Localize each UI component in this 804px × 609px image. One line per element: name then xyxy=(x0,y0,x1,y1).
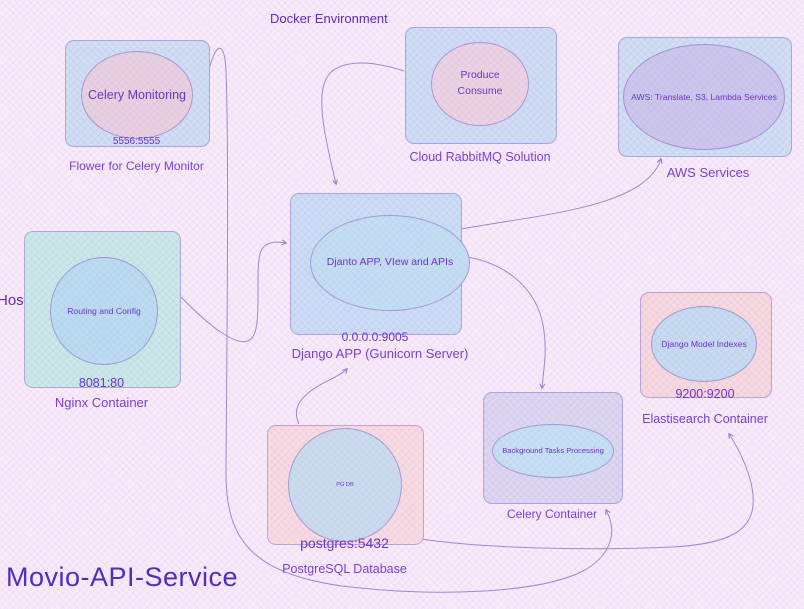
produce-consume-ellipse[interactable]: Produce Consume xyxy=(431,42,529,126)
node-django-container[interactable]: Djanto APP, VIew and APIs 0.0.0.0:9005 D… xyxy=(290,193,470,361)
consume-label: Consume xyxy=(457,85,503,97)
model-indexes-ellipse[interactable]: Django Model Indexes xyxy=(651,306,757,382)
elasticsearch-caption: Elastisearch Container xyxy=(642,412,768,426)
host-label: Host xyxy=(0,292,28,309)
background-tasks-ellipse[interactable]: Background Tasks Processing xyxy=(492,424,614,478)
celery-monitoring-ellipse[interactable]: Celery Monitoring xyxy=(81,51,193,139)
page-title: Movio-API-Service xyxy=(6,562,239,592)
node-flower-container[interactable]: Celery Monitoring 5556:5555 Flower for C… xyxy=(65,40,210,173)
nginx-caption: Nginx Container xyxy=(54,395,149,410)
routing-config-label: Routing and Config xyxy=(67,305,141,316)
routing-config-circle[interactable]: Routing and Config xyxy=(50,257,158,365)
celery-caption: Celery Container xyxy=(506,507,598,521)
postgres-port-label: postgres:5432 xyxy=(300,535,389,551)
node-elasticsearch-container[interactable]: Django Model Indexes 9200:9200 Elastisea… xyxy=(640,292,772,426)
celery-monitoring-label: Celery Monitoring xyxy=(88,87,186,102)
node-nginx-container[interactable]: Routing and Config 8081:80 Nginx Contain… xyxy=(24,231,181,410)
postgres-caption: PostgreSQL Database xyxy=(282,562,407,576)
django-app-ellipse[interactable]: Djanto APP, VIew and APIs xyxy=(310,215,470,311)
django-caption: Django APP (Gunicorn Server) xyxy=(291,346,469,361)
connector-rabbitmq-django xyxy=(321,62,405,186)
django-port-label: 0.0.0.0:9005 xyxy=(341,330,409,344)
connector-nginx-django xyxy=(179,239,288,343)
node-postgres-container[interactable]: PG DB postgres:5432 PostgreSQL Database xyxy=(267,425,424,576)
pg-db-label: PG DB xyxy=(336,481,354,488)
pg-db-circle[interactable]: PG DB xyxy=(288,428,402,542)
flower-caption: Flower for Celery Monitor xyxy=(69,159,204,173)
node-aws-container[interactable]: AWS: Translate, S3, Lambda Services AWS … xyxy=(618,37,792,180)
node-rabbitmq-container[interactable]: Produce Consume Cloud RabbitMQ Solution xyxy=(405,27,557,164)
docker-environment-label: Docker Environment xyxy=(270,11,388,26)
produce-label: Produce xyxy=(460,69,500,82)
aws-caption: AWS Services xyxy=(666,165,750,180)
aws-services-label: AWS: Translate, S3, Lambda Services xyxy=(631,91,777,102)
nginx-port-label: 8081:80 xyxy=(78,376,125,390)
aws-services-ellipse[interactable]: AWS: Translate, S3, Lambda Services xyxy=(623,44,785,150)
node-celery-container[interactable]: Background Tasks Processing Celery Conta… xyxy=(483,392,623,521)
flower-port-label: 5556:5555 xyxy=(112,136,161,147)
django-app-label: Djanto APP, VIew and APIs xyxy=(326,256,454,269)
model-indexes-label: Django Model Indexes xyxy=(661,338,747,349)
background-tasks-label: Background Tasks Processing xyxy=(502,446,604,456)
elasticsearch-port-label: 9200:9200 xyxy=(675,387,735,401)
rabbitmq-caption: Cloud RabbitMQ Solution xyxy=(409,150,551,164)
connector-postgres-django xyxy=(295,368,348,425)
connector-django-celery xyxy=(460,255,546,390)
